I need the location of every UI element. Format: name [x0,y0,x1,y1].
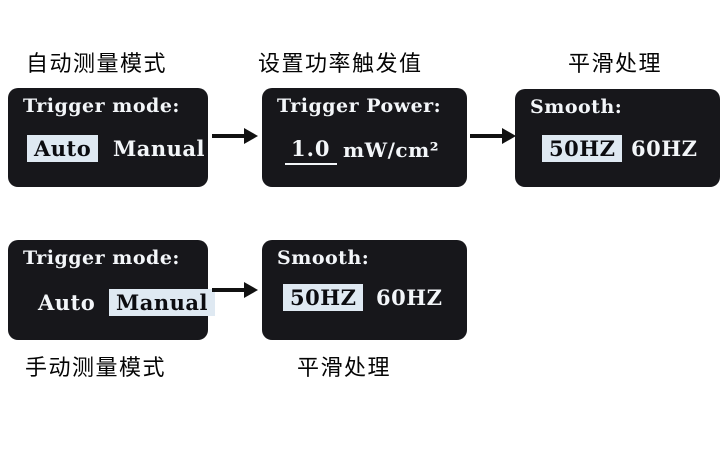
screen-trigger-mode-auto: Trigger mode: Auto Manual [8,88,208,187]
arrow-shaft [212,134,246,138]
arrow-head [244,282,258,298]
caption-smooth-top: 平滑处理 [568,52,663,77]
caption-manual-mode: 手动测量模式 [25,356,167,381]
option-60hz: 60HZ [631,136,698,161]
caption-trigger-power: 设置功率触发值 [258,52,423,77]
power-value: 1.0 [285,136,337,165]
arrow-shaft [470,134,504,138]
arrow-head [502,128,516,144]
screen-smooth-manual: Smooth: 50HZ 60HZ [262,240,467,340]
screen-title: Trigger mode: [23,95,180,117]
screen-title: Trigger mode: [23,247,180,269]
screen-trigger-mode-manual: Trigger mode: Auto Manual [8,240,215,340]
screen-trigger-power: Trigger Power: 1.0 mW/cm² [262,88,467,187]
caption-auto-mode: 自动测量模式 [26,52,168,77]
screen-smooth-auto: Smooth: 50HZ 60HZ [515,89,720,187]
option-auto: Auto [38,290,96,315]
option-60hz: 60HZ [376,285,443,310]
arrow-right-icon [212,282,258,298]
arrow-head [244,128,258,144]
screen-title: Trigger Power: [277,95,442,117]
power-unit: mW/cm² [343,138,440,162]
arrow-right-icon [470,128,516,144]
arrow-shaft [212,288,246,292]
caption-smooth-bottom: 平滑处理 [297,356,392,381]
option-manual: Manual [109,289,215,316]
screen-title: Smooth: [530,96,623,118]
arrow-right-icon [212,128,258,144]
screen-title: Smooth: [277,247,370,269]
option-50hz: 50HZ [542,135,623,162]
option-50hz: 50HZ [283,284,364,311]
option-auto: Auto [27,135,99,162]
option-manual: Manual [113,136,205,161]
